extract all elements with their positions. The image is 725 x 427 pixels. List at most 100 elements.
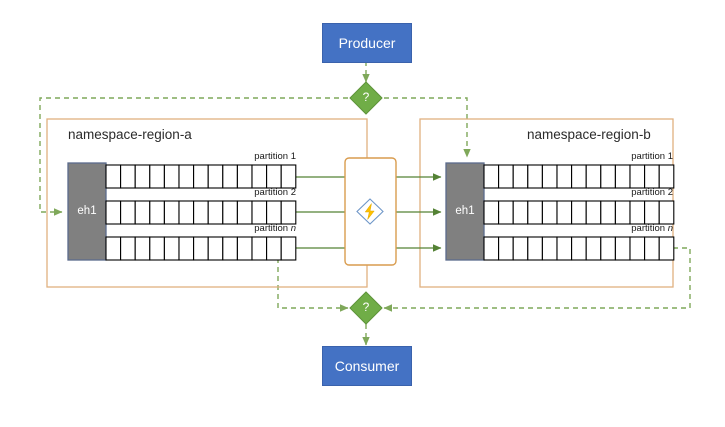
partition-label-text: partition <box>254 187 291 198</box>
namespace-region-a-title: namespace-region-a <box>68 127 192 142</box>
partition-cell <box>629 200 646 225</box>
eventhub-label-region-a: eh1 <box>77 205 97 217</box>
partition-cell <box>512 164 529 189</box>
partition-cell <box>105 200 122 225</box>
consumer-label: Consumer <box>334 358 400 374</box>
partition-label-text: partition <box>631 151 668 162</box>
partition-cell <box>541 200 558 225</box>
partition-cell <box>571 236 587 261</box>
partition-cell <box>614 236 631 261</box>
partition-cell <box>105 236 122 261</box>
partition-row-region-a-n <box>105 236 297 261</box>
decision-diamond-top[interactable] <box>349 81 383 115</box>
partition-cell <box>556 200 573 225</box>
partition-cell <box>483 236 500 261</box>
producer-label: Producer <box>338 35 396 51</box>
partition-label-region-b-n: partition n <box>553 223 673 234</box>
partition-cell <box>266 236 282 261</box>
partition-row-region-b-1 <box>483 164 675 189</box>
partition-row-region-b-n <box>483 236 675 261</box>
partition-cell <box>571 164 587 189</box>
decision-bottom-label: ? <box>362 300 370 314</box>
partition-cell <box>120 164 136 189</box>
partition-cell <box>280 236 297 261</box>
partition-cell <box>207 200 224 225</box>
edge-decision-top-to-region-b <box>384 97 471 158</box>
partition-cell <box>527 164 543 189</box>
partition-cell <box>251 200 268 225</box>
partition-cell <box>512 200 529 225</box>
partition-cell <box>236 236 253 261</box>
partition-cell <box>498 200 514 225</box>
partition-row-region-a-1 <box>105 164 297 189</box>
partition-cell <box>541 164 558 189</box>
partition-cell <box>251 236 268 261</box>
partition-cell <box>483 164 500 189</box>
partition-cell <box>585 236 602 261</box>
partition-cell <box>251 164 268 189</box>
decision-diamond-bottom[interactable] <box>349 291 383 325</box>
partition-label-index: 2 <box>667 187 673 198</box>
partition-cell <box>163 164 180 189</box>
partition-cell <box>644 164 660 189</box>
partition-cell <box>644 236 660 261</box>
partition-cell <box>498 236 514 261</box>
partition-cell <box>266 164 282 189</box>
partition-cell <box>178 164 195 189</box>
eventhub-block-region-b[interactable] <box>445 162 485 261</box>
partition-cell <box>266 200 282 225</box>
partition-cell <box>600 200 616 225</box>
partition-cell <box>280 164 297 189</box>
partition-cell <box>658 236 675 261</box>
decision-top-label: ? <box>362 90 370 104</box>
partition-cell <box>658 164 675 189</box>
partition-cell <box>222 200 238 225</box>
eventhub-label-region-b: eh1 <box>455 205 475 217</box>
partition-label-region-b-1: partition 1 <box>553 151 673 162</box>
edge-decision-top-to-region-a <box>39 97 348 216</box>
namespace-region-b-title: namespace-region-b <box>527 127 651 142</box>
partition-cell <box>644 200 660 225</box>
edge-region-a-to-decision-bottom <box>277 258 349 312</box>
partition-label-text: partition <box>631 187 668 198</box>
partition-label-index: n <box>667 223 673 234</box>
partition-cell <box>178 236 195 261</box>
partition-cell <box>236 164 253 189</box>
partition-cell <box>556 236 573 261</box>
partition-cell <box>120 236 136 261</box>
partition-cell <box>193 164 209 189</box>
partition-cell <box>163 200 180 225</box>
consumer-box[interactable]: Consumer <box>322 346 412 386</box>
edge-region-b-to-decision-bottom <box>383 247 691 312</box>
partition-cell <box>614 164 631 189</box>
partition-cell <box>280 200 297 225</box>
partition-cell <box>571 200 587 225</box>
partition-cell <box>629 236 646 261</box>
partition-cell <box>585 164 602 189</box>
partition-cell <box>556 164 573 189</box>
partition-row-region-a-2 <box>105 200 297 225</box>
partition-cell <box>105 164 122 189</box>
partition-cell <box>193 200 209 225</box>
partition-cell <box>658 200 675 225</box>
partition-cell <box>614 200 631 225</box>
partition-cell <box>498 164 514 189</box>
partition-label-index: 1 <box>667 151 673 162</box>
partition-cell <box>134 164 151 189</box>
partition-label-index: n <box>290 223 296 234</box>
partition-cell <box>600 164 616 189</box>
partition-cell <box>178 200 195 225</box>
function-lightning-icon <box>356 198 384 225</box>
partition-cell <box>120 200 136 225</box>
partition-label-region-b-2: partition 2 <box>553 187 673 198</box>
partition-cell <box>222 164 238 189</box>
partition-label-region-a-1: partition 1 <box>176 151 296 162</box>
partition-label-text: partition <box>631 223 668 234</box>
partition-cell <box>527 236 543 261</box>
producer-box[interactable]: Producer <box>322 23 412 63</box>
partition-cell <box>149 164 165 189</box>
eventhub-block-region-a[interactable] <box>67 162 107 261</box>
partition-cell <box>483 200 500 225</box>
partition-cell <box>222 236 238 261</box>
